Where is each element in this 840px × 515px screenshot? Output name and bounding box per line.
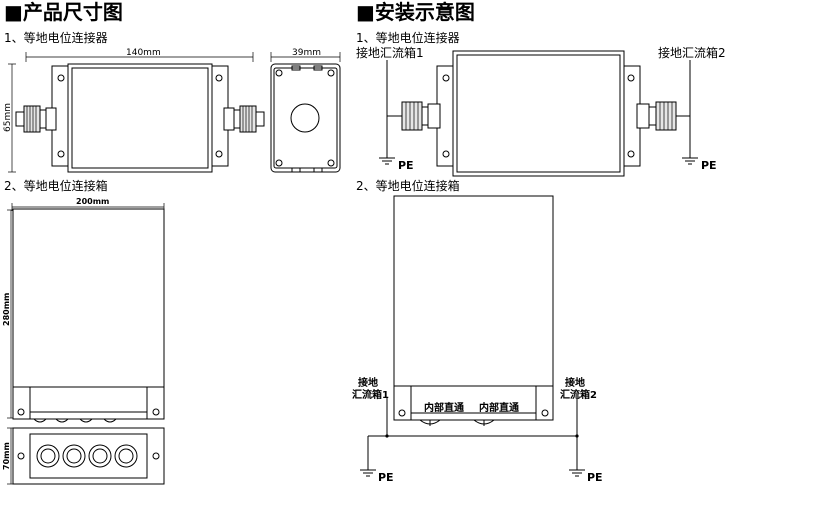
- internal-through-label-1: 内部直通: [424, 401, 464, 414]
- left-item2-label: 2、等地电位连接箱: [4, 178, 108, 193]
- pe-label-box-left: PE: [378, 471, 394, 484]
- dim-70mm: 70mm: [2, 442, 11, 470]
- dim-140mm: 140mm: [126, 48, 161, 58]
- install-title: ■安装示意图: [356, 0, 475, 24]
- box-install-view: [360, 195, 585, 477]
- right-item2-label: 2、等地电位连接箱: [356, 178, 460, 193]
- box-bottom-view: [7, 427, 165, 485]
- left-item1-label: 1、等地电位连接器: [4, 30, 108, 45]
- connector-install-view: [379, 50, 698, 177]
- box1-label-top: 接地汇流箱1: [356, 45, 424, 60]
- connector-side-view: [270, 52, 341, 173]
- dimensions-title: ■产品尺寸图: [4, 0, 123, 24]
- dim-280mm: 280mm: [2, 293, 11, 326]
- pe-label-connector-right: PE: [701, 159, 717, 172]
- box2-label-line2: 汇流箱2: [560, 388, 597, 401]
- box2-label-line1: 接地: [565, 376, 585, 389]
- dim-65mm: 65mm: [3, 103, 13, 132]
- connector-front-view: [8, 52, 265, 173]
- internal-through-label-2: 内部直通: [479, 401, 519, 414]
- dim-39mm: 39mm: [292, 48, 321, 58]
- pe-label-connector-left: PE: [398, 159, 414, 172]
- box1-label-line2: 汇流箱1: [352, 388, 389, 401]
- dim-200mm: 200mm: [76, 197, 109, 206]
- right-item1-label: 1、等地电位连接器: [356, 30, 460, 45]
- box2-label-top: 接地汇流箱2: [658, 45, 726, 60]
- box-front-view: [7, 203, 165, 423]
- pe-label-box-right: PE: [587, 471, 603, 484]
- box1-label-line1: 接地: [358, 376, 378, 389]
